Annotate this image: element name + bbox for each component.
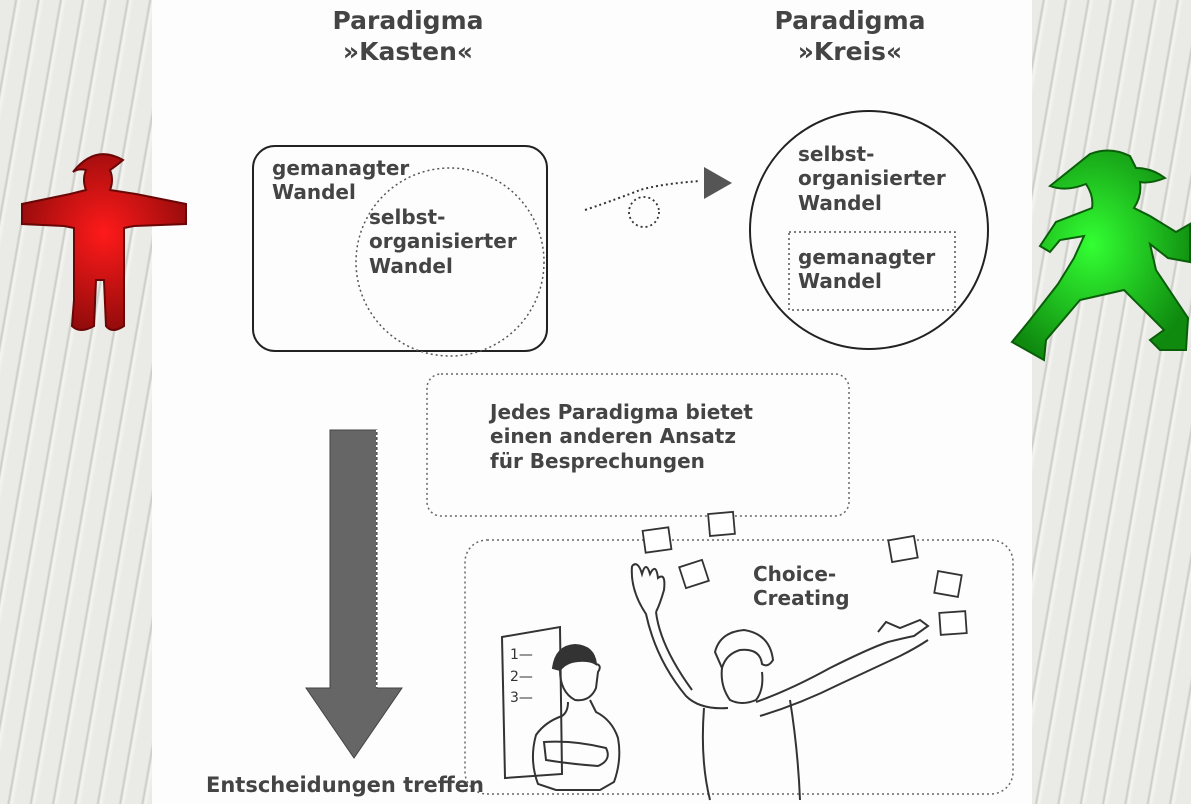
flipchart-line-3: 3— <box>510 690 533 707</box>
decision-label: Entscheidungen treffen <box>206 773 484 797</box>
choice-box <box>464 539 1014 795</box>
note-text: Jedes Paradigma bietet einen anderen Ans… <box>490 400 753 473</box>
box-managed-label: gemanagter Wandel <box>272 156 410 205</box>
box-paradigm-shape <box>252 145 548 352</box>
stop-man-icon <box>21 153 187 331</box>
diagram-panel <box>152 0 1032 804</box>
flipchart-line-2: 2— <box>510 668 533 685</box>
sticky-notes <box>641 510 968 636</box>
heading-circle-paradigm: Paradigma »Kreis« <box>774 6 926 66</box>
seated-man-icon <box>532 643 621 791</box>
circle-self-organized-label: selbst- organisierter Wandel <box>798 142 946 215</box>
heading-box-paradigm: Paradigma »Kasten« <box>332 6 484 66</box>
box-inner-circle <box>355 167 545 357</box>
go-man-icon <box>1010 149 1191 362</box>
choice-creating-label: Choice- Creating <box>753 562 850 611</box>
flipchart-icon <box>500 625 564 780</box>
note-box <box>426 373 850 517</box>
circle-inner-box <box>788 231 956 311</box>
down-arrow-icon <box>305 429 403 759</box>
box-self-organized-label: selbst- organisierter Wandel <box>369 205 517 278</box>
flipchart-line-1: 1— <box>510 647 533 663</box>
circle-paradigm-shape <box>749 110 989 350</box>
dotted-arrow-icon <box>584 167 732 228</box>
circle-managed-label: gemanagter Wandel <box>798 245 936 294</box>
flipchart-list: 1— 2— 3— <box>510 645 533 710</box>
presenter-person-icon <box>630 563 930 801</box>
